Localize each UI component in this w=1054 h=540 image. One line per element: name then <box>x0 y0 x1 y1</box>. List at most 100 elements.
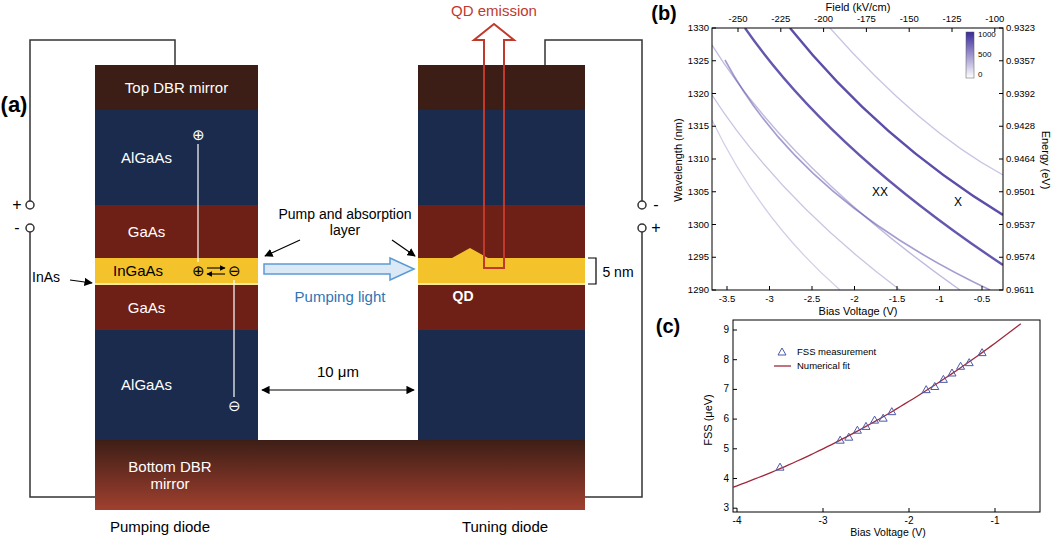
plot-stroke <box>866 28 867 32</box>
plot-stroke <box>712 60 716 61</box>
layer-band: GaAs <box>95 205 258 258</box>
data-marker <box>836 436 844 443</box>
dimension: 10 μm <box>317 363 359 380</box>
data-marker <box>853 426 861 433</box>
line-label: X <box>954 196 962 210</box>
terminal-sign: + <box>12 196 21 214</box>
plot-stroke <box>999 126 1003 127</box>
plot-stroke <box>780 28 781 32</box>
data-marker <box>931 382 939 389</box>
plot-stroke <box>909 508 910 512</box>
terminal-sign: - <box>653 196 658 214</box>
colorbar-tick: 500 <box>978 50 991 59</box>
tick-label: -0.5 <box>974 294 990 305</box>
tick-label: 5 <box>723 443 729 455</box>
tick-label: 0.9428 <box>1006 121 1035 132</box>
plot-stroke <box>712 191 716 192</box>
tick-label: 7 <box>723 384 729 396</box>
tick-label: -100 <box>985 14 1004 25</box>
tick-label: 6 <box>723 413 729 425</box>
plot-stroke <box>712 159 716 160</box>
plot-stroke <box>727 286 728 290</box>
layer-band: Top DBR mirror <box>95 65 258 110</box>
colorbar-tick: 0 <box>978 70 982 79</box>
data-marker <box>879 414 887 421</box>
layer-name: GaAs <box>128 223 166 240</box>
panel-label: (a) <box>1 92 28 117</box>
plot-stroke <box>897 286 898 290</box>
plot-stroke <box>712 93 716 94</box>
carrier-symbol: ⊕ <box>192 262 205 279</box>
spectral-map <box>712 28 1003 290</box>
diode-name: Pumping diode <box>110 518 210 535</box>
tick-label: -225 <box>771 14 790 25</box>
plot-stroke <box>712 257 716 258</box>
inas-layer <box>418 283 585 285</box>
plot-stroke <box>712 224 716 225</box>
axis-title: Bias Voltage (V) <box>819 305 898 318</box>
plot-stroke <box>738 28 739 32</box>
tick-label: 1300 <box>688 219 709 230</box>
axis-ticks <box>712 28 1003 512</box>
tick-label: 0.9392 <box>1006 88 1035 99</box>
plot-stroke <box>999 93 1003 94</box>
fit-curve <box>733 324 1021 488</box>
plot-stroke <box>995 508 996 512</box>
diode-name: Tuning diode <box>462 518 548 535</box>
plot-stroke <box>712 126 716 127</box>
plot-stroke <box>733 508 737 509</box>
plot-stroke <box>999 159 1003 160</box>
plot-stroke <box>909 28 910 32</box>
data-marker <box>871 416 879 423</box>
data-marker <box>888 408 896 415</box>
plot-stroke <box>733 478 737 479</box>
tick-label: -3 <box>765 294 773 305</box>
plot-stroke <box>733 389 737 390</box>
tick-label: -1 <box>991 515 1000 527</box>
pumping-light-arrow <box>264 258 414 280</box>
tick-label: -125 <box>942 14 961 25</box>
tick-label: 1325 <box>688 55 709 66</box>
legend-text: FSS measurement <box>797 347 876 358</box>
line-label: XX <box>872 186 888 200</box>
data-marker <box>978 349 986 356</box>
plot-stroke <box>823 508 824 512</box>
carrier-symbol: ⊕ <box>192 126 205 143</box>
tick-label: 1310 <box>688 154 709 165</box>
tick-label: 0.9357 <box>1006 55 1035 66</box>
tick-label: 8 <box>723 354 729 366</box>
layer-name: GaAs <box>128 299 166 316</box>
plot-stroke <box>999 28 1003 29</box>
axis-title: FSS (μeV) <box>702 394 715 446</box>
plot-stroke <box>733 448 737 449</box>
tick-label: -150 <box>900 14 919 25</box>
tick-label: 1330 <box>688 23 709 34</box>
axis-title: Field (kV/cm) <box>826 1 891 14</box>
carrier-exchange-arrows <box>207 268 225 274</box>
colorbar <box>966 32 974 78</box>
tick-label: 3 <box>723 502 729 514</box>
layer-name: AlGaAs <box>121 376 172 393</box>
tick-label: 0.9323 <box>1006 23 1035 34</box>
plot-stroke <box>812 286 813 290</box>
tick-label: 1290 <box>688 285 709 296</box>
plot-stroke <box>952 28 953 32</box>
tick-label: 0.9574 <box>1006 252 1035 263</box>
layer-name: Top DBR mirror <box>125 79 228 96</box>
data-marker <box>948 369 956 376</box>
layer-name: Bottom DBR mirror <box>115 458 225 493</box>
tick-label: 0.9537 <box>1006 219 1035 230</box>
tick-label: -1 <box>935 294 943 305</box>
data-marker <box>776 463 784 470</box>
tick-label: -200 <box>814 14 833 25</box>
legend-marker <box>778 348 786 355</box>
plot-stroke <box>712 290 716 291</box>
fss-plot <box>733 320 1040 512</box>
tick-label: -2.5 <box>804 294 820 305</box>
tick-label: 0.9464 <box>1006 154 1035 165</box>
layer-name: AlGaAs <box>121 149 172 166</box>
layer-name: InGaAs <box>113 262 163 279</box>
layer-band: Bottom DBR mirror <box>95 440 585 510</box>
axis-title: Energy (eV) <box>1040 131 1053 190</box>
plot-stroke <box>939 286 940 290</box>
